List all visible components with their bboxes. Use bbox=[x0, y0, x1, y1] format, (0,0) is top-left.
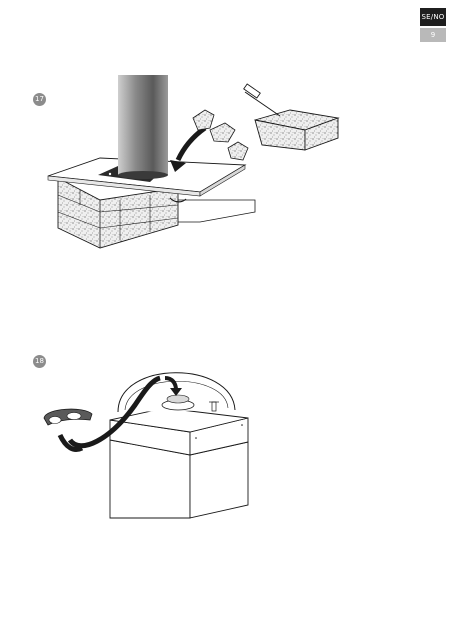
step-18-illustration bbox=[43, 372, 249, 519]
page-number: 9 bbox=[420, 28, 446, 42]
language-tab: SE/NO bbox=[420, 8, 446, 26]
heater-column bbox=[118, 75, 168, 175]
step-badge-18: 18 bbox=[33, 355, 46, 368]
step-17-illustration bbox=[47, 75, 340, 249]
step-badge-17: 17 bbox=[33, 93, 46, 106]
